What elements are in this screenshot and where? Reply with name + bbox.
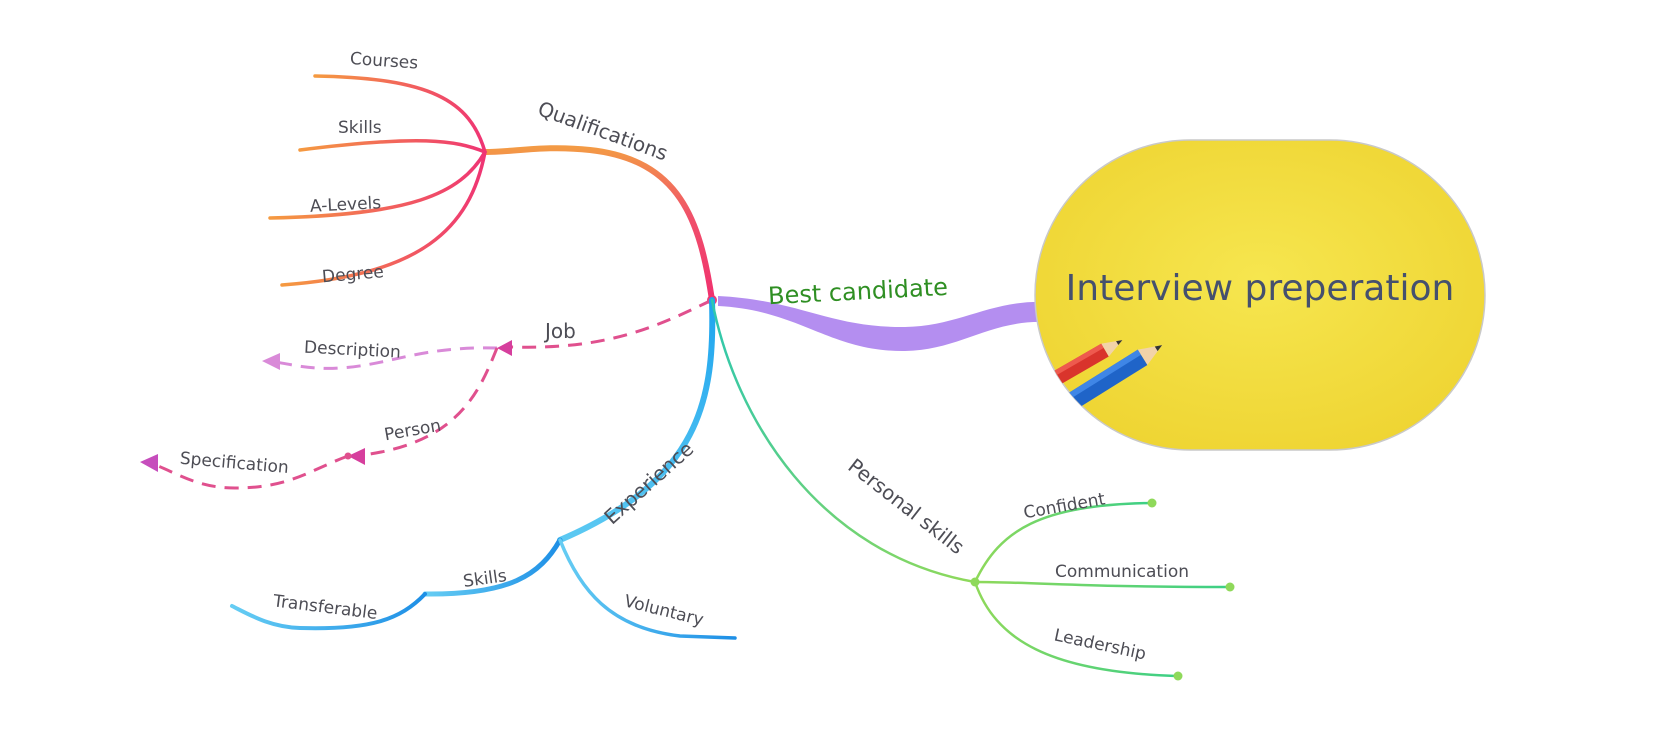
description-line [274,346,498,370]
description-label[interactable]: Description [304,338,402,363]
specification-label[interactable]: Specification [179,449,289,478]
leaf-degree-label[interactable]: Degree [321,262,384,287]
leaf-skills-label[interactable]: Skills [338,118,382,138]
central-topic[interactable]: Interview preperation [1032,139,1486,451]
job-label[interactable]: Job [543,319,576,343]
person-label[interactable]: Person [383,416,443,446]
job-line [511,298,713,349]
confident-end-node [1147,498,1157,508]
leaf-communication-label[interactable]: Communication [1055,562,1189,582]
experience-line [557,297,716,543]
job-arrow-icon [497,340,512,356]
central-topic-title: Interview preperation [1066,268,1455,309]
person-line [351,347,499,458]
leaf-alevels-line [268,150,487,220]
leaf-courses-line [313,74,487,154]
qualifications-label[interactable]: Qualifications [535,96,671,165]
main-link-label[interactable]: Best candidate [767,273,948,310]
person-arrow-icon [348,448,365,465]
leadership-end-node [1173,671,1183,681]
leaf-skills-line [298,138,487,154]
experience-label[interactable]: Experience [599,437,698,529]
transferable-line [230,592,427,631]
leaf-confident-label[interactable]: Confident [1022,489,1107,523]
specification-line [157,454,349,490]
qualifications-leaves [268,74,487,287]
exp-skills-line [422,537,563,597]
personal-skills-line [710,298,977,584]
communication-end-node [1225,582,1235,592]
voluntary-line [558,538,737,640]
leaf-confident-line [973,501,1152,584]
personal-skills-label[interactable]: Personal skills [844,454,969,559]
leaf-courses-label[interactable]: Courses [349,49,419,74]
specification-arrow-icon [140,454,158,472]
personal-skills-leaves [973,501,1230,678]
description-arrow-icon [262,353,280,370]
main-link-line [718,296,1045,352]
qualifications-line [482,145,715,303]
leaf-leadership-label[interactable]: Leadership [1052,625,1148,664]
leaf-leadership-line [973,580,1178,678]
transferable-label[interactable]: Transferable [271,591,378,624]
leaf-communication-line [973,580,1230,589]
leaf-degree-line [280,150,487,287]
leaf-alevels-label[interactable]: A-Levels [310,193,382,217]
